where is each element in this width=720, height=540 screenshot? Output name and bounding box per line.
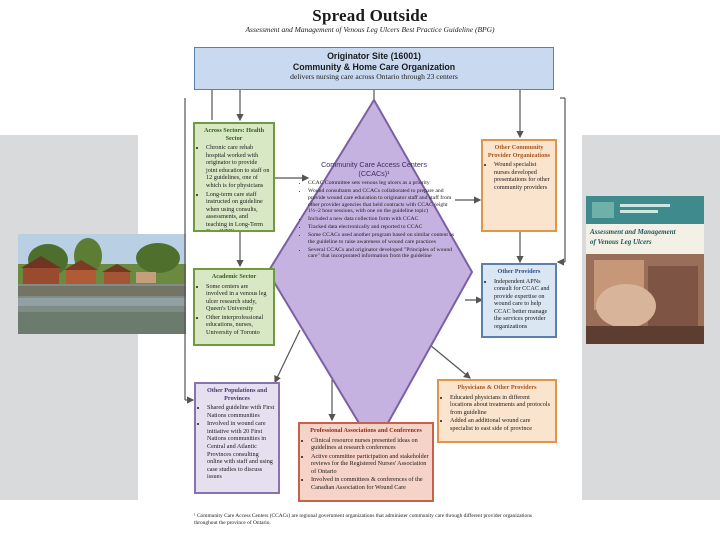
academic-sector-item: Other interprofessional educations, nurs… <box>206 314 270 337</box>
health-sector-heading: Across Sectors: Health Sector <box>198 127 270 142</box>
other-community-box: Other Community Provider Organizations W… <box>481 139 557 232</box>
ccac-item: Tracked data electronically and reported… <box>308 224 458 231</box>
professional-associations-item: Involved in committees & conferences of … <box>311 476 429 491</box>
ccac-item: Some CCACs used another program based on… <box>308 232 458 246</box>
health-sector-item: Long-term care staff instructed on guide… <box>206 191 270 233</box>
physicians-item: Added an additional wound care specialis… <box>450 417 552 432</box>
physicians-item: Educated physicians in different locatio… <box>450 394 552 417</box>
ccac-item: CCAC Committee sets venous leg ulcers as… <box>308 180 458 187</box>
professional-associations-item: Active committee participation and stake… <box>311 453 429 476</box>
professional-associations-heading: Professional Associations and Conference… <box>303 427 429 435</box>
other-populations-item: Shared guideline with First Nations comm… <box>207 404 275 419</box>
ccac-item: Included a new data collection form with… <box>308 216 458 223</box>
academic-sector-item: Some centers are involved in a venous le… <box>206 283 270 313</box>
health-sector-box: Across Sectors: Health Sector Chronic ca… <box>193 122 275 232</box>
other-providers-heading: Other Providers <box>486 268 552 276</box>
other-populations-item: Involved in wound care initiative with 2… <box>207 420 275 481</box>
other-populations-heading: Other Populations and Provinces <box>199 387 275 402</box>
ccac-title: Community Care Access Centers (CCACs)¹ <box>318 160 430 178</box>
other-populations-box: Other Populations and Provinces Shared g… <box>194 382 280 494</box>
ccac-item: Several CCACs and originator developed "… <box>308 247 458 261</box>
other-community-heading: Other Community Provider Organizations <box>486 144 552 159</box>
professional-associations-item: Clinical resource nurses presented ideas… <box>311 437 429 452</box>
other-providers-box: Other Providers Independent APNs consult… <box>481 263 557 338</box>
physicians-box: Physicians & Other Providers Educated ph… <box>437 379 557 443</box>
ccac-item-list: CCAC Committee sets venous leg ulcers as… <box>300 180 458 261</box>
academic-sector-box: Academic Sector Some centers are involve… <box>193 268 275 346</box>
ccac-item: Wound consultants and CCACs collaborated… <box>308 188 458 215</box>
other-providers-item: Independent APNs consult for CCAC and pr… <box>494 278 552 331</box>
footnote: ¹ Community Care Access Centers (CCACs) … <box>194 513 556 527</box>
professional-associations-box: Professional Associations and Conference… <box>298 422 434 502</box>
physicians-heading: Physicians & Other Providers <box>442 384 552 392</box>
health-sector-item: Chronic care rehab hospital worked with … <box>206 144 270 189</box>
other-community-item: Wound specialist nurses developed presen… <box>494 161 552 191</box>
academic-sector-heading: Academic Sector <box>198 273 270 281</box>
